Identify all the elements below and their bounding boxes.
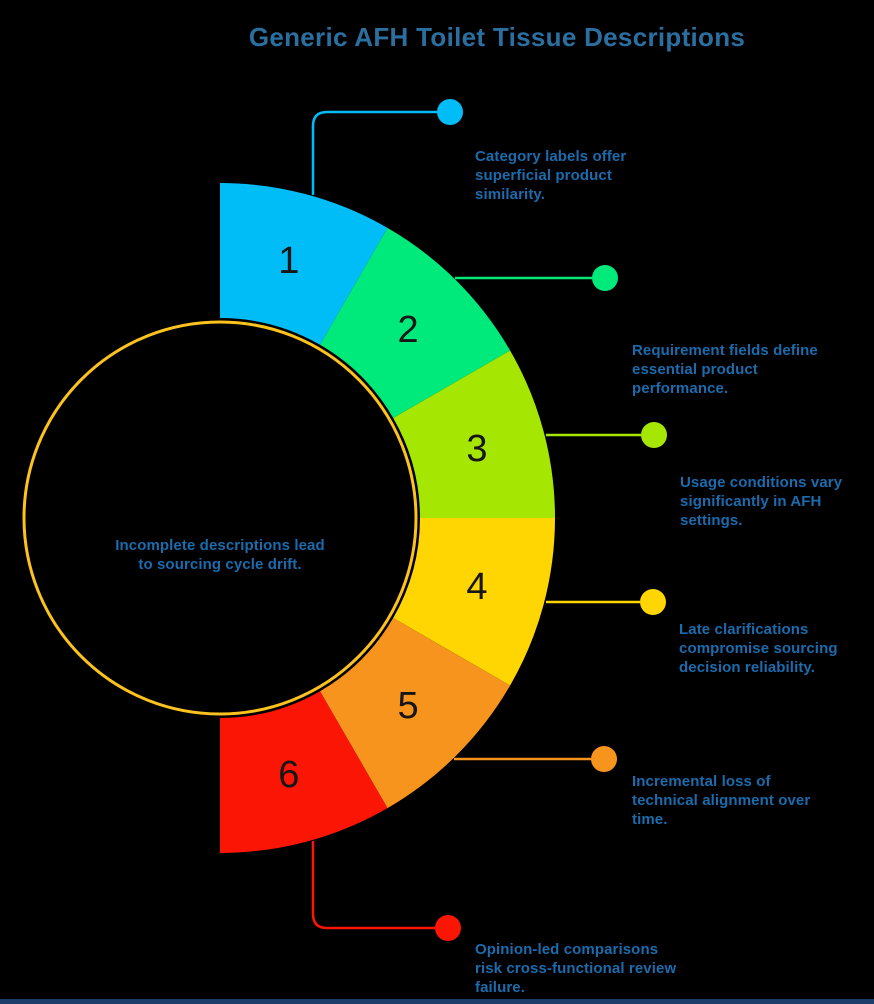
segment-wedge-1 [220,183,388,345]
page-title: Generic AFH Toilet Tissue Descriptions [248,22,746,52]
segment-number-6: 6 [278,754,299,796]
callout-text-4: Late clarifications compromise sourcing … [679,621,838,676]
segment-wedge-4 [393,518,555,686]
callout-dot-5 [591,746,617,772]
callout-dot-3 [641,422,667,448]
segment-number-1: 1 [278,240,299,282]
callout-text-5: Incremental loss of technical alignment … [632,773,811,828]
callout-text-6: Opinion-led comparisons risk cross-funct… [475,941,677,996]
center-ring [22,320,418,716]
segment-number-2: 2 [398,309,419,351]
callout-dot-4 [640,589,666,615]
segment-number-5: 5 [398,685,419,727]
segment-wedge-2 [320,227,511,418]
segment-wedge-6 [220,691,388,853]
segment-number-3: 3 [466,428,487,470]
segment-wedge-3 [393,350,555,518]
callout-line-1 [311,110,437,195]
callout-text-3: Usage conditions vary significantly in A… [680,474,843,529]
footer-bar [0,999,874,1004]
callout-dot-1 [437,99,463,125]
segment-wedge-5 [320,618,511,809]
center-statement: Incomplete descriptions lead to sourcing… [115,537,325,573]
callout-dot-6 [435,915,461,941]
callout-text-1: Category labels offer superficial produc… [475,148,627,203]
callout-dot-2 [592,265,618,291]
callout-line-6 [311,841,435,930]
segment-number-4: 4 [466,566,487,608]
callout-text-2: Requirement fields define essential prod… [632,342,818,397]
